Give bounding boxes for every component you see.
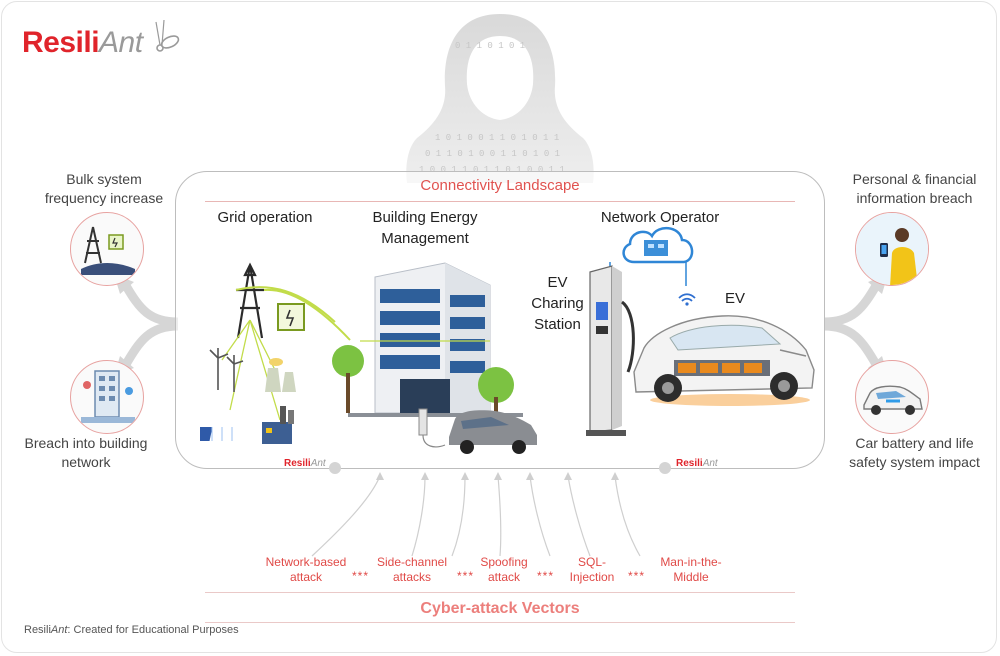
- svg-text:1 0 0 1 1 0 1 1 0 1 0 0 1 1: 1 0 0 1 1 0 1 1 0 1 0 0 1 1: [419, 165, 565, 175]
- person-phone-icon: [856, 213, 928, 285]
- power-tower-icon: [236, 262, 264, 339]
- attack-arrows: [311, 472, 641, 557]
- ev-station-title: EV Charing Station: [531, 274, 584, 333]
- impact-personal-label: Personal & financial information breach: [852, 171, 977, 206]
- landscape-anchor-left: [329, 462, 341, 474]
- connectivity-landscape-title: Connectivity Landscape: [420, 177, 580, 194]
- electric-car-icon: [863, 385, 923, 415]
- impact-building-label: Breach into building network: [24, 435, 148, 470]
- power-plant-icon: [265, 358, 296, 392]
- transformer-icon: [277, 303, 305, 331]
- footer-note: ResiliAnt: Created for Educational Purpo…: [24, 624, 239, 636]
- vectors-rule-top: [205, 592, 795, 593]
- landscape-logo-left: ResiliAnt: [284, 458, 326, 469]
- attack-sql-injection: SQL-Injection: [569, 555, 615, 584]
- attack-separator: ***: [457, 569, 475, 583]
- attack-man-in-the-middle: Man-in-the-Middle: [660, 555, 722, 584]
- grid-operation-title: Grid operation: [217, 209, 313, 226]
- building-breach-circle: [70, 360, 144, 434]
- hacker-icon: 0 1 1 0 1 0 1 1 0 1 0 0 1 1 0 1 0 1 1 0 …: [406, 14, 594, 183]
- tree-icon: [478, 367, 514, 415]
- wifi-icon: [678, 293, 696, 306]
- car-icon: [418, 408, 537, 454]
- ev-title: EV: [724, 290, 745, 307]
- electric-suv-icon: [633, 315, 815, 406]
- solar-panel-icon: [200, 427, 233, 441]
- cyber-attack-vectors-title: Cyber-attack Vectors: [420, 600, 580, 617]
- tree-icon: [332, 345, 364, 413]
- impact-frequency-label: Bulk system frequency increase: [44, 171, 164, 206]
- personal-breach-circle: [855, 212, 929, 286]
- landscape-logo-right: ResiliAnt: [676, 458, 718, 469]
- attack-separator: ***: [628, 569, 646, 583]
- brand-logo: ResiliAnt: [22, 26, 143, 60]
- cloud-icon: [622, 227, 694, 264]
- car-impact-circle: [855, 360, 929, 434]
- building-energy-title: Building Energy Management: [372, 209, 478, 247]
- attack-separator: ***: [537, 569, 555, 583]
- landscape-anchor-right: [659, 462, 671, 474]
- office-building-icon: [332, 262, 523, 417]
- smart-building-icon: [81, 370, 135, 423]
- svg-text:0 1 1 0 1 0 0 1 1 0 1 0 1: 0 1 1 0 1 0 0 1 1 0 1 0 1: [425, 149, 560, 159]
- vectors-rule-bottom: [205, 622, 795, 623]
- wind-turbine-icon: [209, 348, 244, 392]
- grid-impact-circle: [70, 212, 144, 286]
- brand-name-secondary: Ant: [99, 26, 143, 59]
- grid-illustration: [200, 262, 351, 444]
- impact-car-label: Car battery and life safety system impac…: [849, 435, 980, 470]
- ant-logo-icon: [155, 19, 180, 52]
- landscape-divider: [205, 201, 795, 202]
- brand-name-primary: Resili: [22, 26, 100, 59]
- attack-separator: ***: [352, 569, 370, 583]
- power-grid-icon: [81, 226, 135, 275]
- factory-icon: [262, 406, 294, 444]
- ev-charger-icon: [586, 265, 635, 436]
- svg-text:0 1 1 0 1 0 1: 0 1 1 0 1 0 1: [455, 41, 525, 51]
- svg-text:1 0 1 0 0 1 1 0 1 0 1 1: 1 0 1 0 0 1 1 0 1 0 1 1: [435, 133, 559, 143]
- network-operator-title: Network Operator: [600, 209, 720, 226]
